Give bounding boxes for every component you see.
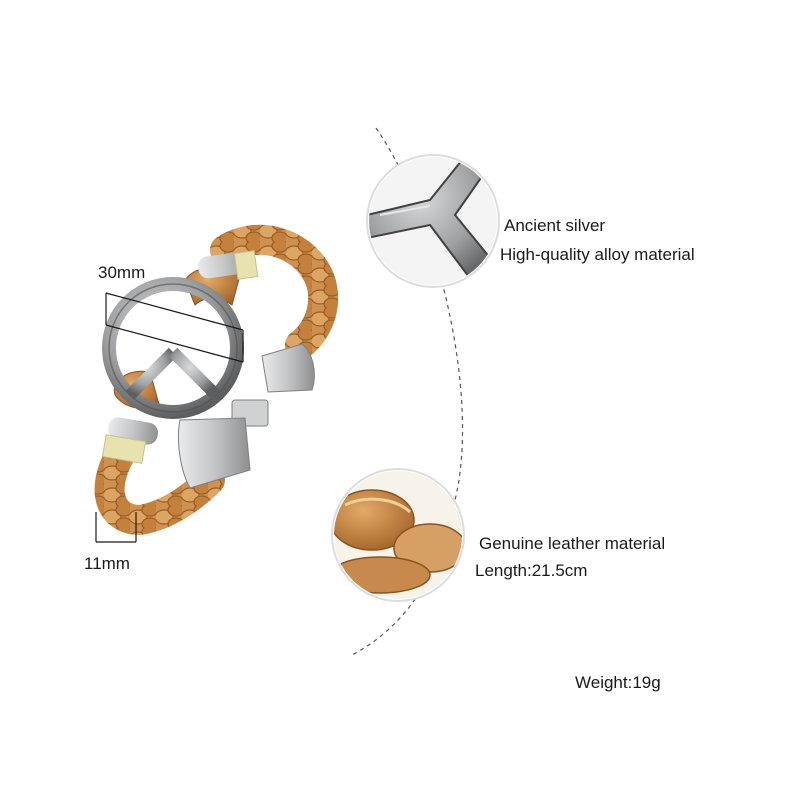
width-dimension-label: 30mm [98, 263, 146, 282]
weight-label: Weight:19g [575, 673, 661, 692]
peace-symbol-icon [102, 277, 244, 419]
metal-bead-top [198, 250, 259, 280]
detail-circle-leather [331, 468, 465, 602]
detail-circle-metal [366, 154, 500, 288]
metal-callout-line1: Ancient silver [504, 216, 606, 235]
metal-bead-bottom [101, 417, 158, 464]
thickness-dimension-label: 11mm [84, 554, 130, 573]
leather-callout-line1: Genuine leather material [479, 534, 666, 553]
dimension-marker-thickness [95, 512, 137, 543]
dimension-marker-width [105, 292, 244, 363]
leather-braid-upper [210, 224, 339, 360]
bracelet [94, 224, 339, 536]
leather-braid-lower [94, 440, 225, 536]
leather-callout-line2: Length:21.5cm [475, 561, 588, 580]
bracelet-clasp [177, 343, 315, 489]
metal-callout-line2: High-quality alloy material [500, 245, 695, 264]
